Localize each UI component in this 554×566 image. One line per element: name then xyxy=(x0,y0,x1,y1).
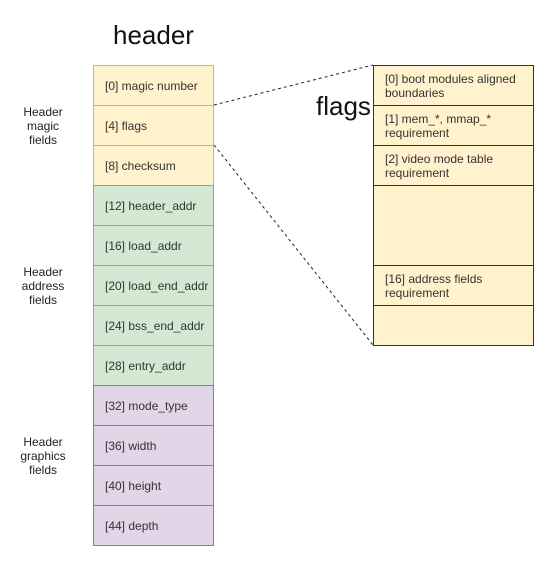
header-title: header xyxy=(113,20,194,50)
field-label: [16] load_addr xyxy=(105,238,182,253)
field-label: [28] entry_addr xyxy=(105,358,186,373)
header-field-height: [40] height xyxy=(93,465,214,506)
group-label-magic: Header magic fields xyxy=(3,105,83,147)
header-field-magic-number: [0] magic number xyxy=(93,65,214,106)
field-label: [24] bss_end_addr xyxy=(105,318,205,333)
field-label: [40] height xyxy=(105,478,162,493)
flags-title: flags xyxy=(316,91,371,121)
header-field-checksum: [8] checksum xyxy=(93,145,214,186)
field-label: [4] flags xyxy=(105,118,148,133)
flag-bit-16: [16] address fields requirement xyxy=(373,265,534,306)
flag-bits-upper xyxy=(373,305,534,346)
header-field-header-addr: [12] header_addr xyxy=(93,185,214,226)
flag-label: [0] boot modules aligned boundaries xyxy=(385,71,516,100)
flag-label: [1] mem_*, mmap_* requirement xyxy=(385,111,492,140)
header-field-mode-type: [32] mode_type xyxy=(93,385,214,426)
group-label-magic-text: Header magic fields xyxy=(23,105,63,147)
flags-connector-bottom xyxy=(213,144,374,346)
group-label-address-text: Header address fields xyxy=(21,265,65,307)
header-field-depth: [44] depth xyxy=(93,505,214,546)
flag-bit-2: [2] video mode table requirement xyxy=(373,145,534,186)
field-label: [8] checksum xyxy=(105,158,176,173)
header-field-bss-end-addr: [24] bss_end_addr xyxy=(93,305,214,346)
field-label: [20] load_end_addr xyxy=(105,278,209,293)
flag-label: [16] address fields requirement xyxy=(385,271,483,300)
field-label: [12] header_addr xyxy=(105,198,197,213)
group-label-graphics: Header graphics fields xyxy=(3,435,83,477)
field-label: [0] magic number xyxy=(105,78,198,93)
group-label-graphics-text: Header graphics fields xyxy=(20,435,66,477)
flag-bit-1: [1] mem_*, mmap_* requirement xyxy=(373,105,534,146)
header-field-entry-addr: [28] entry_addr xyxy=(93,345,214,386)
flag-bit-0: [0] boot modules aligned boundaries xyxy=(373,65,534,106)
header-field-width: [36] width xyxy=(93,425,214,466)
header-field-load-addr: [16] load_addr xyxy=(93,225,214,266)
field-label: [36] width xyxy=(105,438,157,453)
field-label: [32] mode_type xyxy=(105,398,188,413)
field-label: [44] depth xyxy=(105,518,159,533)
flag-label: [2] video mode table requirement xyxy=(385,151,494,180)
header-field-flags: [4] flags xyxy=(93,105,214,146)
header-field-load-end-addr: [20] load_end_addr xyxy=(93,265,214,306)
flag-bits-reserved xyxy=(373,185,534,266)
flags-connector-top xyxy=(213,64,374,106)
group-label-address: Header address fields xyxy=(3,265,83,307)
